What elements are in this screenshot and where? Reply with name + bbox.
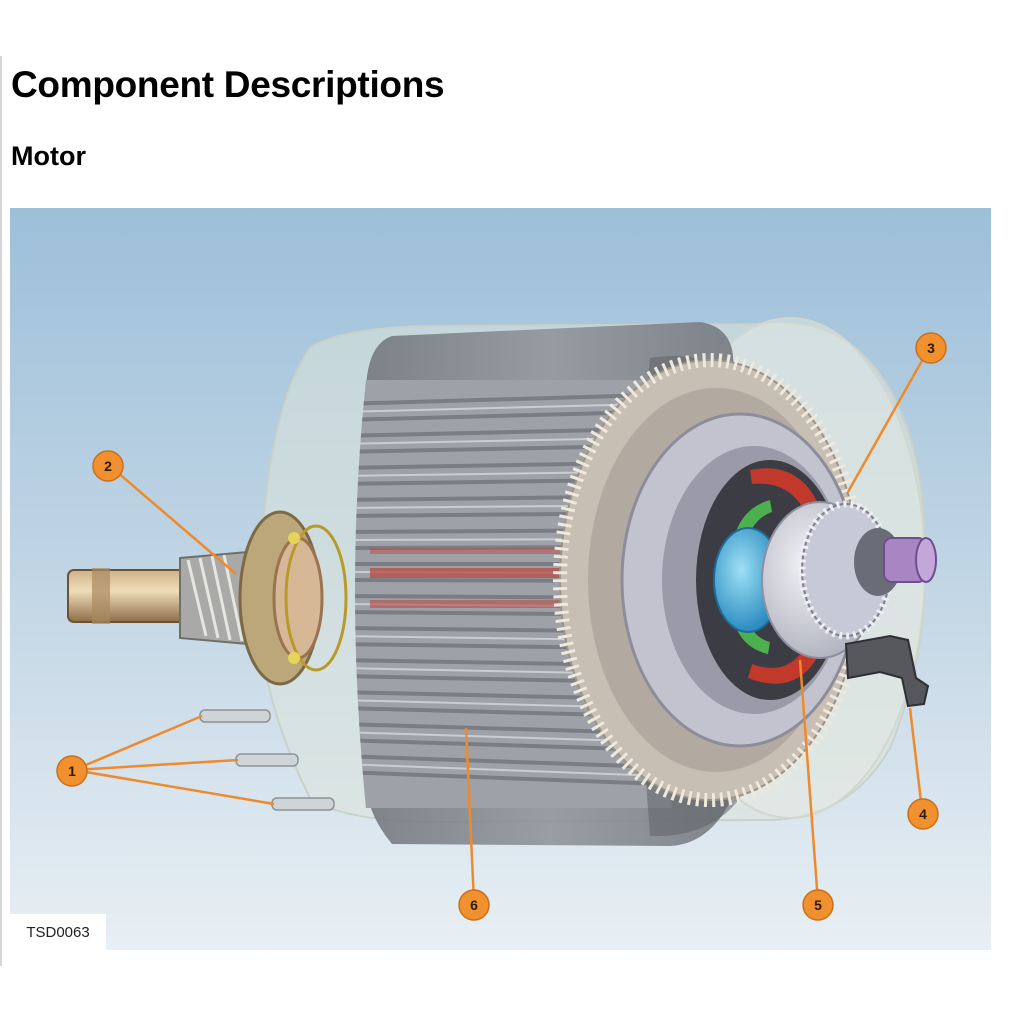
bearing-ball — [288, 652, 300, 664]
callout-4: 4 — [907, 798, 939, 830]
svg-text:1: 1 — [68, 763, 76, 779]
callout-2: 2 — [92, 450, 124, 482]
output-shaft — [67, 569, 197, 623]
callout-5: 5 — [802, 889, 834, 921]
front-bearing-race — [272, 536, 324, 660]
retaining-spring — [284, 524, 348, 672]
callout-leaders — [73, 349, 930, 903]
svg-text:4: 4 — [919, 806, 927, 822]
rotor-magnet — [750, 468, 820, 514]
section-title: Motor — [11, 141, 86, 171]
svg-text:2: 2 — [104, 458, 112, 474]
left-border-rule — [0, 56, 2, 966]
callout-6: 6 — [458, 889, 490, 921]
callout-3: 3 — [915, 332, 947, 364]
svg-text:6: 6 — [470, 897, 478, 913]
bearing-ball — [288, 532, 300, 544]
spline-teeth — [186, 554, 244, 642]
phase-terminals — [199, 709, 335, 811]
temperature-sensor-connector — [844, 634, 930, 708]
page-title: Component Descriptions — [11, 64, 445, 105]
motor-illustration: 1 2 3 4 5 6 — [10, 208, 991, 950]
figure-id-label: TSD0063 — [10, 914, 106, 950]
motor-figure: 1 2 3 4 5 6 TSD0063 — [10, 208, 991, 950]
output-shaft-groove — [92, 568, 110, 624]
callout-1: 1 — [56, 755, 88, 787]
svg-text:5: 5 — [814, 897, 822, 913]
svg-text:3: 3 — [927, 340, 935, 356]
shaft-end-face — [915, 537, 937, 583]
